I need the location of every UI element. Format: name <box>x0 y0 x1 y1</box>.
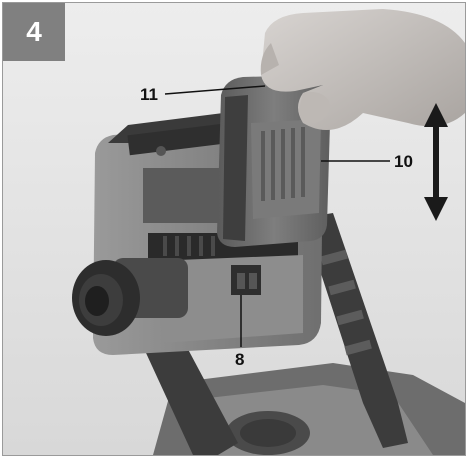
battery-pack <box>217 75 331 247</box>
callout-line-11 <box>164 85 266 95</box>
work-light-photo <box>3 3 465 455</box>
callout-label-10: 10 <box>394 152 413 171</box>
callout-label-8: 8 <box>235 350 245 369</box>
stand-arm-right <box>303 213 408 448</box>
adjustment-knob <box>72 258 188 336</box>
double-arrow-up-down-icon <box>424 103 448 221</box>
stand-arm-ribs <box>320 249 372 356</box>
figure-number-badge: 4 <box>3 3 65 61</box>
hand <box>260 9 465 131</box>
callout-label-11: 11 <box>140 85 158 104</box>
